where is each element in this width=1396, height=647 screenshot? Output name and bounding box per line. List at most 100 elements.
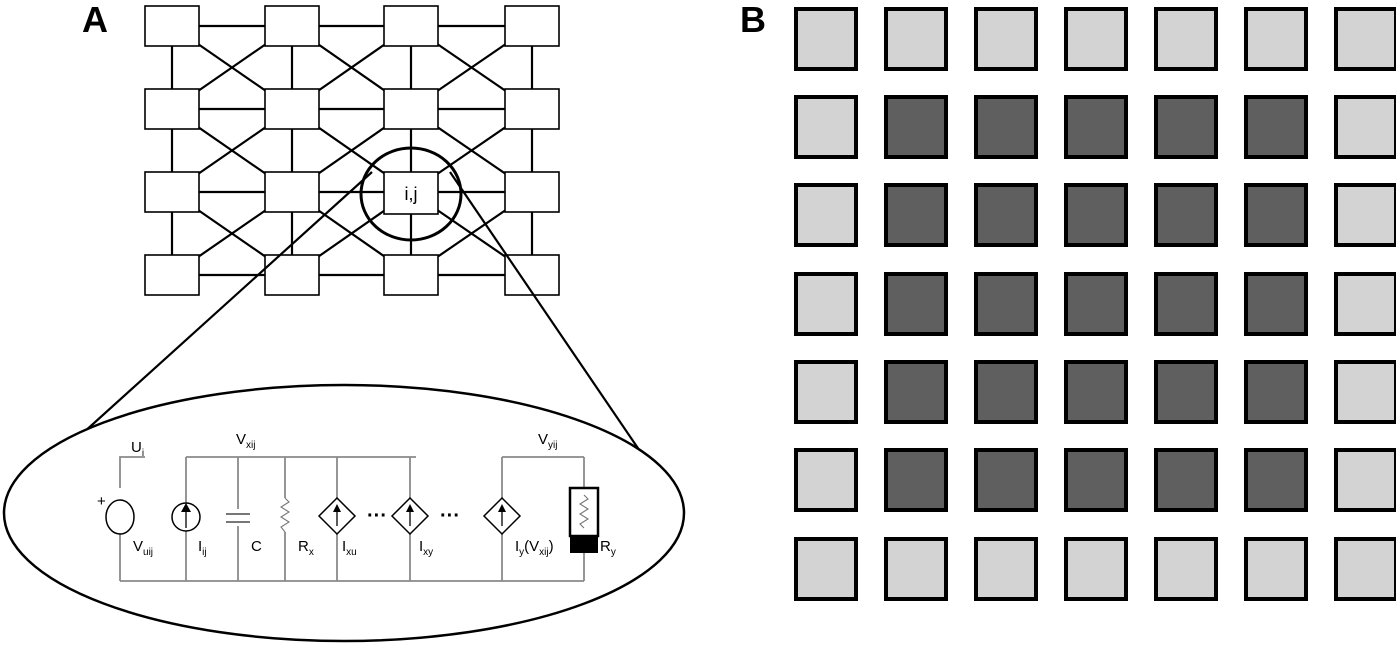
dependent-arrow-head — [406, 504, 414, 512]
grid-cell-interior — [1064, 272, 1128, 336]
label-vx-main: V — [236, 431, 246, 448]
label-iij-sub: ij — [202, 547, 206, 558]
wire-input-top — [119, 456, 145, 488]
network-node — [264, 88, 320, 130]
grid-cell-interior — [1154, 272, 1218, 336]
network-node — [264, 5, 320, 47]
grid-cell-interior — [974, 95, 1038, 159]
resistor-icon — [279, 497, 291, 533]
network-node — [504, 5, 560, 47]
network-node — [504, 88, 560, 130]
grid-cell-interior — [1154, 95, 1218, 159]
grid-cell-interior — [884, 272, 948, 336]
label-vx: Vxij — [236, 431, 255, 451]
grid-cell-interior — [884, 360, 948, 424]
grid-cell-interior — [1244, 448, 1308, 512]
label-rx: Rx — [298, 538, 314, 558]
grid-cell-interior — [1154, 360, 1218, 424]
cellular-network — [144, 5, 560, 296]
label-ixy: Ixy — [419, 538, 433, 558]
label-vuij: Vuij — [133, 538, 153, 558]
grid-cell-boundary — [1334, 183, 1396, 247]
label-ry-main: R — [600, 538, 611, 555]
label-ixu-sub: xu — [346, 547, 357, 558]
label-ixu-main: I — [342, 538, 346, 555]
zoom-line-left — [61, 171, 373, 453]
network-node — [504, 171, 560, 213]
label-vuij-main: V — [133, 538, 143, 555]
label-ui: Ui — [131, 439, 144, 459]
dots-2: ··· — [440, 505, 460, 527]
grid-cell-boundary — [1334, 360, 1396, 424]
network-node — [144, 171, 200, 213]
label-ixy-main: I — [419, 538, 423, 555]
grid-cell-boundary — [1244, 7, 1308, 71]
label-vx-sub: xij — [246, 440, 255, 451]
panel-b-label: B — [740, 0, 766, 40]
panel-a-label: A — [82, 0, 108, 40]
grid-cell-boundary — [1244, 537, 1308, 601]
label-vy-main: V — [538, 431, 548, 448]
label-vy: Vyij — [538, 431, 557, 451]
label-rx-main: R — [298, 538, 309, 555]
grid-cell-boundary — [1334, 537, 1396, 601]
label-vy-sub: yij — [548, 440, 557, 451]
dependent-arrow-head — [333, 504, 341, 512]
label-iy-main: I — [515, 538, 519, 555]
label-iy-sub2: xij — [539, 547, 548, 558]
network-node — [383, 5, 439, 47]
grid-cell-boundary — [1154, 537, 1218, 601]
grid-cell-boundary — [1334, 272, 1396, 336]
grid-cell-boundary — [1064, 7, 1128, 71]
grid-cell-boundary — [794, 360, 858, 424]
dots-1: ··· — [367, 505, 387, 527]
cell-grid — [794, 7, 1396, 601]
grid-cell-interior — [1154, 448, 1218, 512]
grid-cell-boundary — [974, 537, 1038, 601]
grid-cell-interior — [1064, 183, 1128, 247]
grid-cell-boundary — [1064, 537, 1128, 601]
label-ui-main: U — [131, 439, 142, 456]
grid-cell-boundary — [794, 183, 858, 247]
grid-cell-boundary — [1334, 448, 1396, 512]
output-resistor-block — [570, 536, 598, 553]
label-ixy-sub: xy — [423, 547, 433, 558]
grid-cell-interior — [1244, 95, 1308, 159]
node-ij — [383, 171, 439, 215]
network-node — [144, 88, 200, 130]
label-ixu: Ixu — [342, 538, 357, 558]
grid-cell-interior — [1244, 183, 1308, 247]
output-resistor-icon — [578, 494, 590, 529]
grid-cell-interior — [974, 448, 1038, 512]
label-iij: Iij — [198, 538, 207, 558]
grid-cell-boundary — [794, 7, 858, 71]
grid-cell-interior — [884, 183, 948, 247]
grid-cell-boundary — [1154, 7, 1218, 71]
grid-cell-interior — [884, 448, 948, 512]
grid-cell-boundary — [884, 7, 948, 71]
plus-sign: + — [97, 493, 106, 510]
grid-cell-interior — [1064, 360, 1128, 424]
highlight-circle — [359, 146, 463, 242]
zoom-line-right — [449, 171, 647, 461]
label-c: C — [251, 538, 262, 555]
label-vuij-sub: uij — [143, 547, 153, 558]
grid-cell-boundary — [1334, 7, 1396, 71]
label-iy-close: ) — [549, 538, 554, 555]
node-ij-label: i,j — [405, 184, 418, 204]
voltage-source-icon — [105, 499, 135, 535]
grid-cell-boundary — [794, 272, 858, 336]
current-arrow-head — [181, 503, 191, 512]
network-node — [264, 171, 320, 213]
grid-cell-interior — [1244, 272, 1308, 336]
capacitor-gap — [226, 509, 250, 526]
label-iij-main: I — [198, 538, 202, 555]
grid-cell-interior — [1244, 360, 1308, 424]
grid-cell-boundary — [794, 537, 858, 601]
grid-cell-boundary — [1334, 95, 1396, 159]
network-node — [144, 254, 200, 296]
label-ry-sub: y — [611, 547, 616, 558]
label-iy-paren: (V — [524, 538, 539, 555]
grid-cell-boundary — [974, 7, 1038, 71]
